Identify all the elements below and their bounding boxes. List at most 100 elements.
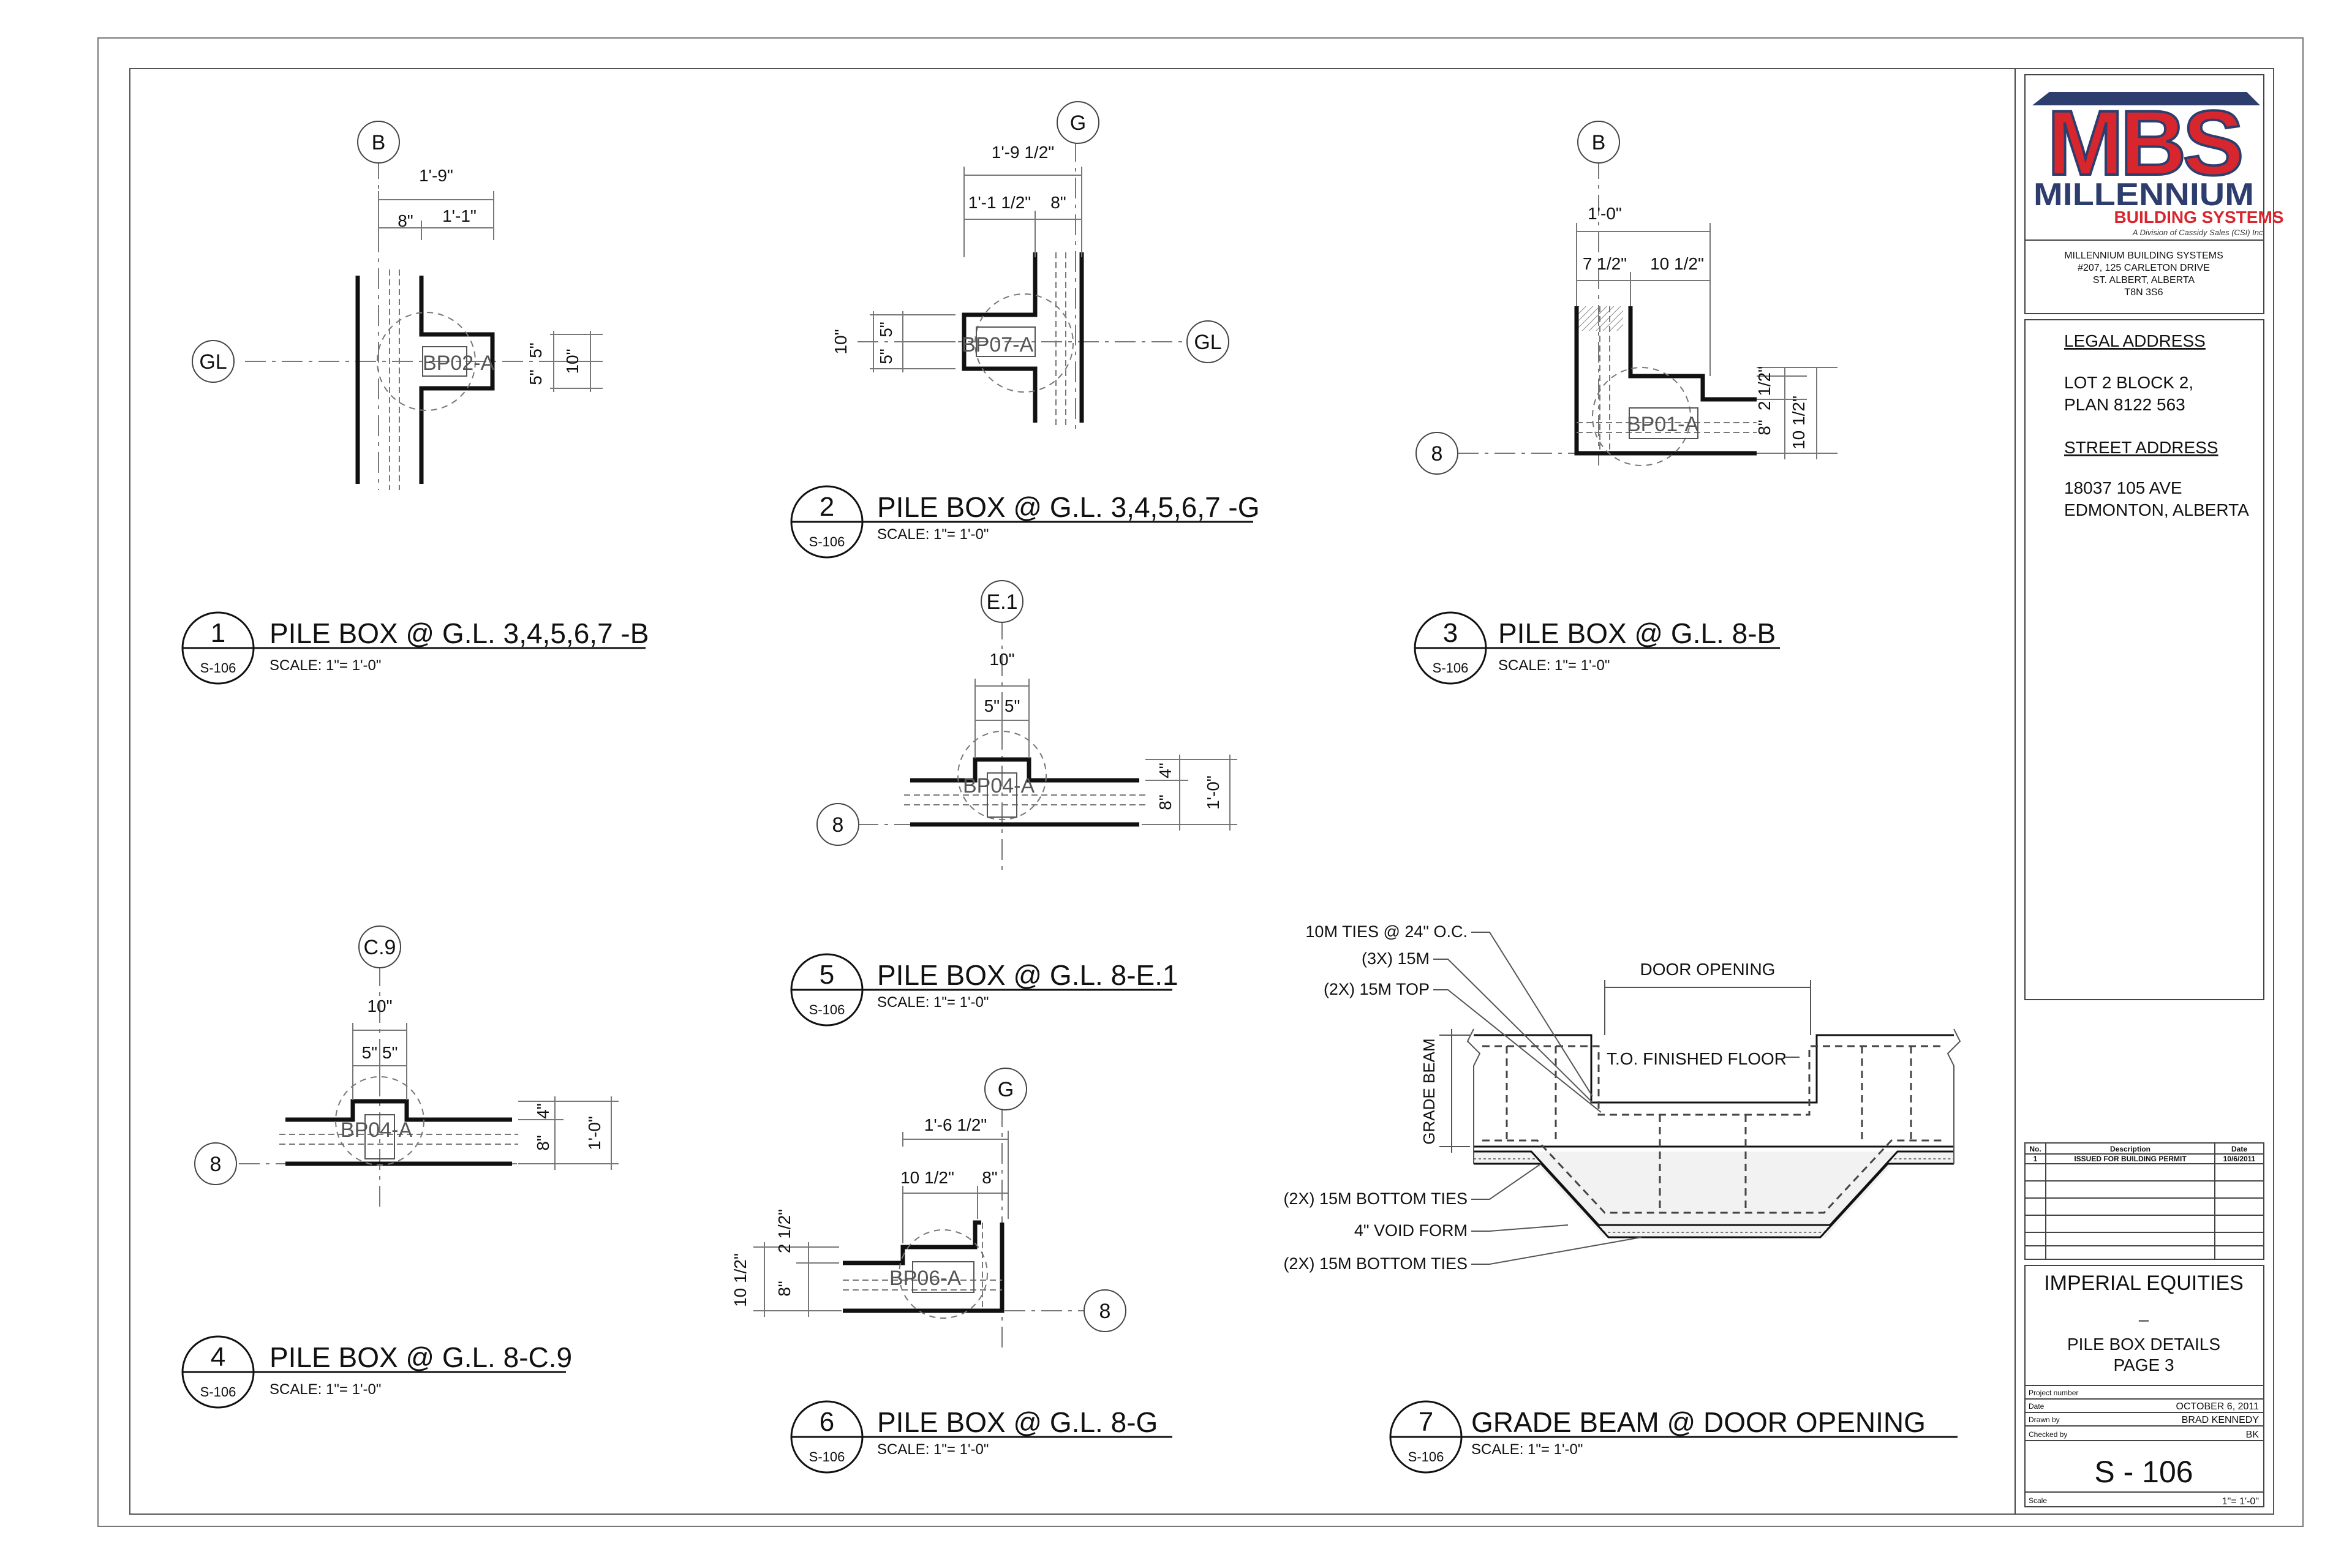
detail-sheet-ref: S-106: [200, 1384, 236, 1400]
company-line: #207, 125 CARLETON DRIVE: [2078, 263, 2210, 273]
checked-by-value: BK: [2246, 1430, 2260, 1440]
company-logo: MBS MILLENNIUM BUILDING SYSTEMS A Divisi…: [2032, 90, 2283, 237]
dimension: 1'-0": [585, 1116, 604, 1150]
detail-3-drawing: B 8 BP01-A 1'-0" 7 1/2" 10 1/2" 2 1/2": [1415, 121, 1838, 475]
street-address-heading: STREET ADDRESS: [2064, 438, 2218, 457]
scale-label: Scale: [2029, 1496, 2047, 1505]
bottom-ties-note: (2X) 15M BOTTOM TIES: [1283, 1189, 1468, 1208]
pile-label: BP02-A: [423, 352, 494, 375]
detail-scale: SCALE: 1"= 1'-0": [877, 526, 989, 543]
gridline-bubble-8: 8: [1099, 1300, 1111, 1323]
company-line: MILLENNIUM BUILDING SYSTEMS: [2064, 251, 2223, 261]
sheet-title-1: PILE BOX DETAILS: [2067, 1335, 2220, 1354]
void-form-note: 4" VOID FORM: [1354, 1221, 1468, 1240]
detail-2-drawing: G GL BP07-A 1'-9 1/2" 1'-1 1/2" 8" 10" 5…: [831, 101, 1229, 429]
gridline-bubble-e1: E.1: [986, 590, 1017, 614]
detail-title: PILE BOX @ G.L. 3,4,5,6,7 -G: [877, 491, 1260, 523]
title-block: [2015, 69, 2264, 1514]
dimension: 4": [533, 1103, 552, 1119]
detail-title: PILE BOX @ G.L. 8-C.9: [270, 1341, 572, 1373]
dimension: 8": [1050, 193, 1066, 212]
dimension: 10": [831, 329, 850, 354]
dimension: 1'-0": [1204, 775, 1223, 810]
detail-4-drawing: C.9 8 BP04-A 10" 5" 5" 4" 8" 1'-0": [194, 925, 619, 1213]
detail-title-4: 4 S-106 PILE BOX @ G.L. 8-C.9 SCALE: 1"=…: [181, 1335, 572, 1409]
legal-address-line: PLAN 8122 563: [2064, 395, 2185, 414]
dimension: 5": [526, 342, 545, 358]
revision-no: 1: [2034, 1155, 2038, 1163]
revision-header-no: No.: [2029, 1145, 2041, 1153]
dimension: 10 1/2": [1789, 396, 1808, 450]
date-value: OCTOBER 6, 2011: [2176, 1401, 2260, 1412]
logo-mark: MBS: [2047, 91, 2241, 194]
checked-by-label: Checked by: [2029, 1430, 2067, 1439]
sheet-number: S - 106: [2094, 1455, 2193, 1489]
project-number-label: Project number: [2029, 1389, 2078, 1397]
revision-header-date: Date: [2231, 1145, 2247, 1153]
pile-label: BP01-A: [1627, 413, 1698, 436]
street-address-line: 18037 105 AVE: [2064, 478, 2182, 497]
detail-title: PILE BOX @ G.L. 8-G: [877, 1406, 1158, 1438]
detail-sheet-ref: S-106: [809, 534, 845, 549]
detail-sheet-ref: S-106: [809, 1002, 845, 1017]
dimension: 2 1/2": [1755, 366, 1774, 410]
pile-label: BP04-A: [963, 774, 1035, 797]
revision-header-description: Description: [2110, 1145, 2150, 1153]
gridline-bubble-8: 8: [210, 1153, 222, 1176]
detail-sheet-ref: S-106: [1408, 1449, 1444, 1464]
company-address: MILLENNIUM BUILDING SYSTEMS #207, 125 CA…: [2064, 251, 2223, 298]
detail-sheet-ref: S-106: [1433, 660, 1469, 676]
sheet-info: IMPERIAL EQUITIES _ PILE BOX DETAILS PAG…: [2029, 1272, 2259, 1507]
dimension: 7 1/2": [1583, 254, 1627, 273]
detail-1-drawing: B GL BP02-A 1'-9" 8" 1'-1" 5" 5" 10": [192, 121, 603, 490]
dimension: 1'-1 1/2": [968, 193, 1031, 212]
detail-title-7: 7 S-106 GRADE BEAM @ DOOR OPENING SCALE:…: [1389, 1400, 1958, 1474]
top-bars-note: (2X) 15M TOP: [1324, 980, 1430, 998]
detail-scale: SCALE: 1"= 1'-0": [270, 1381, 381, 1398]
site-address: LEGAL ADDRESS LOT 2 BLOCK 2, PLAN 8122 5…: [2064, 331, 2249, 519]
detail-scale: SCALE: 1"= 1'-0": [1498, 657, 1610, 674]
dimension: 4": [1156, 763, 1175, 778]
detail-title-5: 5 S-106 PILE BOX @ G.L. 8-E.1 SCALE: 1"=…: [790, 953, 1178, 1027]
detail-number: 3: [1443, 618, 1458, 648]
dimension: 5": [876, 349, 895, 364]
company-line: ST. ALBERT, ALBERTA: [2093, 275, 2195, 285]
legal-address-line: LOT 2 BLOCK 2,: [2064, 373, 2193, 392]
detail-title: GRADE BEAM @ DOOR OPENING: [1471, 1406, 1926, 1438]
dimension: 5" 5": [362, 1043, 398, 1062]
detail-sheet-ref: S-106: [200, 660, 236, 676]
top-bars-note: (3X) 15M: [1362, 949, 1430, 968]
detail-title-2: 2 S-106 PILE BOX @ G.L. 3,4,5,6,7 -G SCA…: [790, 485, 1260, 559]
detail-6-drawing: G 8 BP06-A 1'-6 1/2" 10 1/2" 8" 2 1/2": [731, 1068, 1126, 1348]
revision-table: No. Description Date 1 ISSUED FOR BUILDI…: [2029, 1145, 2255, 1163]
detail-scale: SCALE: 1"= 1'-0": [877, 994, 989, 1011]
sheet-title-2: PAGE 3: [2113, 1355, 2174, 1374]
gridline-bubble-gl: GL: [1194, 331, 1221, 354]
grade-beam-label: GRADE BEAM: [1420, 1038, 1438, 1144]
detail-number: 5: [820, 960, 834, 990]
detail-number: 7: [1419, 1407, 1433, 1437]
dimension: 1'-6 1/2": [924, 1115, 987, 1134]
dimension: 1'-9 1/2": [992, 143, 1054, 162]
gridline-bubble-b: B: [372, 131, 386, 154]
bottom-ties-note: (2X) 15M BOTTOM TIES: [1283, 1254, 1468, 1273]
dimension: 5": [876, 322, 895, 337]
dimension: 10": [367, 997, 392, 1016]
gridline-bubble-8: 8: [1431, 442, 1443, 466]
street-address-line: EDMONTON, ALBERTA: [2064, 500, 2249, 519]
drawn-by-value: BRAD KENNEDY: [2182, 1415, 2260, 1425]
logo-tagline: A Division of Cassidy Sales (CSI) Inc.: [2132, 228, 2265, 237]
ties-note: 10M TIES @ 24" O.C.: [1305, 922, 1468, 941]
detail-number: 2: [820, 492, 834, 522]
date-label: Date: [2029, 1402, 2045, 1411]
pile-label: BP06-A: [889, 1267, 961, 1290]
dimension: 1'-9": [419, 166, 453, 185]
gridline-bubble-c9: C.9: [364, 936, 396, 959]
dimension: 10": [989, 650, 1014, 669]
pile-label: BP07-A: [962, 333, 1033, 356]
detail-number: 6: [820, 1407, 834, 1437]
dimension: 2 1/2": [775, 1209, 794, 1253]
dimension: 10": [563, 349, 582, 374]
detail-scale: SCALE: 1"= 1'-0": [877, 1441, 989, 1458]
